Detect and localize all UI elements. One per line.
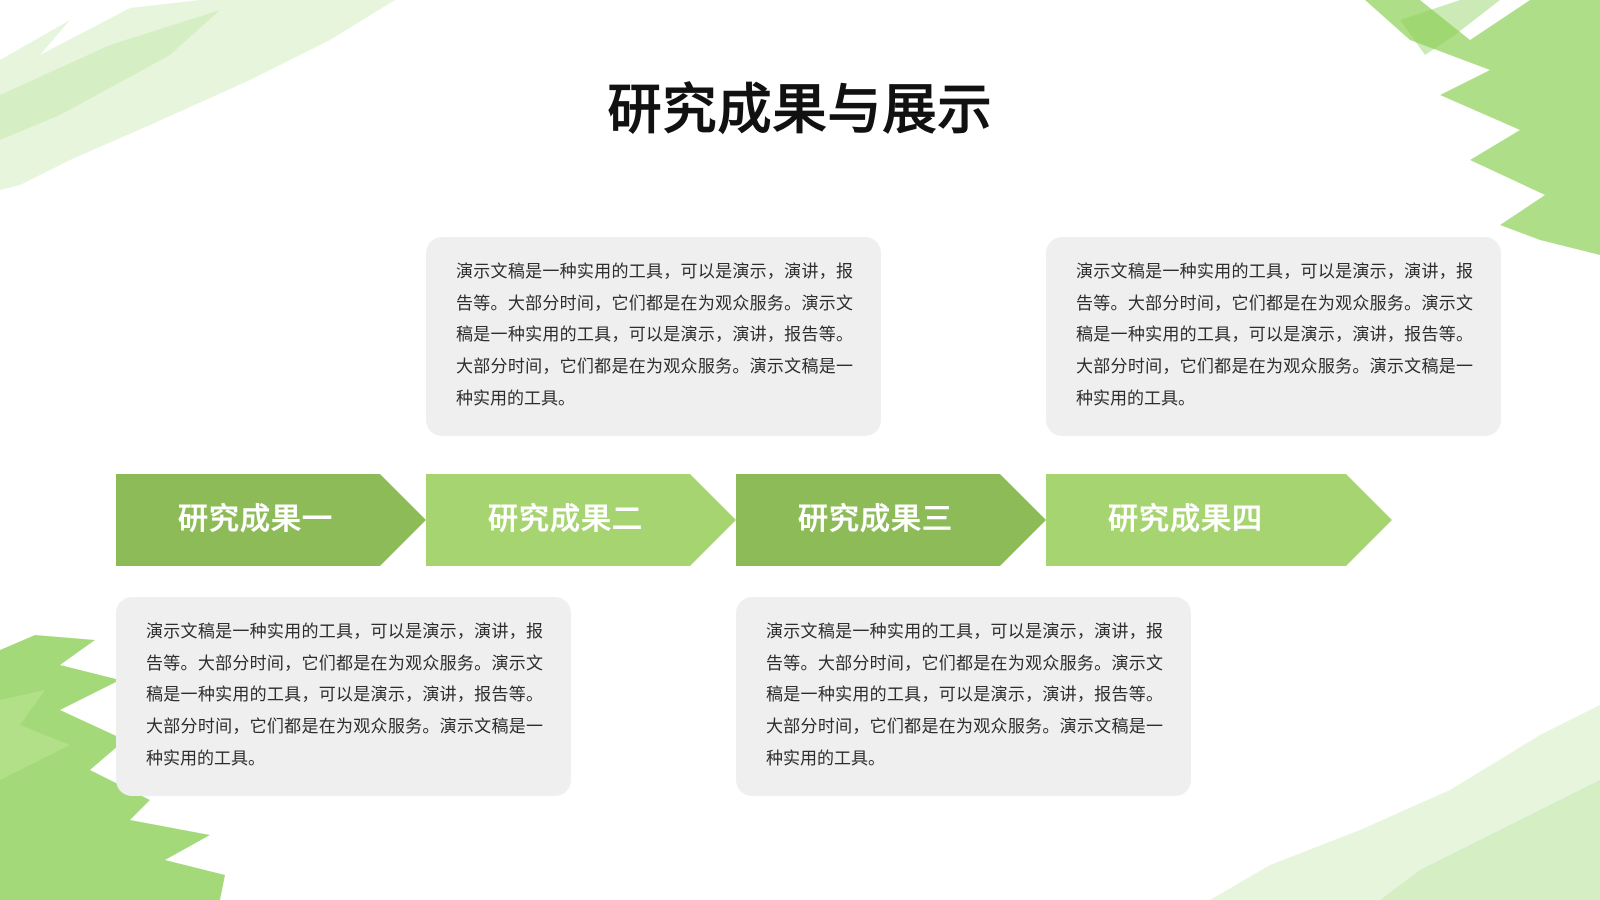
card-text: 演示文稿是一种实用的工具，可以是演示，演讲，报告等。大部分时间，它们都是在为观众… (146, 622, 543, 769)
brush-stroke-top-left (0, 0, 395, 190)
step-arrow-3: 研究成果三 (736, 474, 1046, 566)
step-arrow-2: 研究成果二 (426, 474, 736, 566)
result-card-1: 演示文稿是一种实用的工具，可以是演示，演讲，报告等。大部分时间，它们都是在为观众… (116, 597, 571, 796)
brush-stroke-bottom-right-2 (1380, 780, 1600, 900)
step-label: 研究成果一 (178, 502, 333, 537)
step-label: 研究成果四 (1108, 502, 1263, 537)
page-title: 研究成果与展示 (607, 78, 993, 141)
brush-stroke-top-left-2 (0, 10, 220, 140)
brush-stroke-top-right-2 (1400, 0, 1500, 55)
brush-stroke-bottom-right (1210, 705, 1600, 900)
brush-stroke-bottom-left (0, 635, 225, 900)
result-card-3: 演示文稿是一种实用的工具，可以是演示，演讲，报告等。大部分时间，它们都是在为观众… (736, 597, 1191, 796)
result-card-4: 演示文稿是一种实用的工具，可以是演示，演讲，报告等。大部分时间，它们都是在为观众… (1046, 237, 1501, 436)
card-text: 演示文稿是一种实用的工具，可以是演示，演讲，报告等。大部分时间，它们都是在为观众… (1076, 262, 1473, 409)
step-label: 研究成果三 (798, 502, 953, 537)
result-card-2: 演示文稿是一种实用的工具，可以是演示，演讲，报告等。大部分时间，它们都是在为观众… (426, 237, 881, 436)
brush-stroke-bottom-left-2 (0, 690, 70, 780)
brush-stroke-top-right (1365, 0, 1600, 255)
step-label: 研究成果二 (488, 502, 643, 537)
card-text: 演示文稿是一种实用的工具，可以是演示，演讲，报告等。大部分时间，它们都是在为观众… (456, 262, 853, 409)
step-arrow-1: 研究成果一 (116, 474, 426, 566)
step-arrow-4: 研究成果四 (1046, 474, 1392, 566)
card-text: 演示文稿是一种实用的工具，可以是演示，演讲，报告等。大部分时间，它们都是在为观众… (766, 622, 1163, 769)
